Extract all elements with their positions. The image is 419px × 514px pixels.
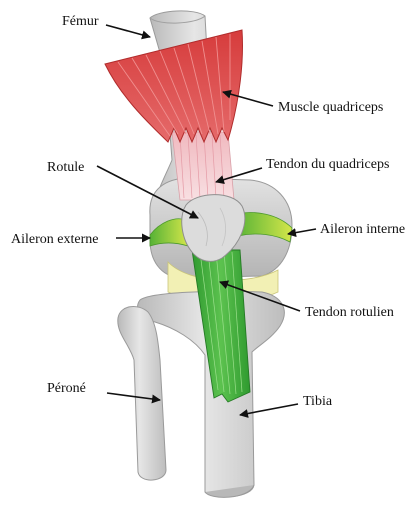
label-patella: Rotule bbox=[47, 160, 84, 175]
label-quadriceps-tendon: Tendon du quadriceps bbox=[266, 157, 389, 172]
label-fibula: Péroné bbox=[47, 381, 86, 396]
label-quadriceps-muscle: Muscle quadriceps bbox=[278, 100, 383, 115]
leader-femur bbox=[106, 25, 150, 37]
label-lateral-retinaculum: Aileron externe bbox=[11, 232, 98, 247]
label-medial-retinaculum: Aileron interne bbox=[320, 222, 405, 237]
fibula bbox=[118, 306, 166, 480]
quadriceps-tendon bbox=[172, 132, 234, 200]
label-patellar-tendon: Tendon rotulien bbox=[305, 305, 394, 320]
label-tibia: Tibia bbox=[303, 394, 333, 409]
label-femur: Fémur bbox=[62, 14, 99, 29]
quadriceps-muscle bbox=[105, 30, 242, 142]
